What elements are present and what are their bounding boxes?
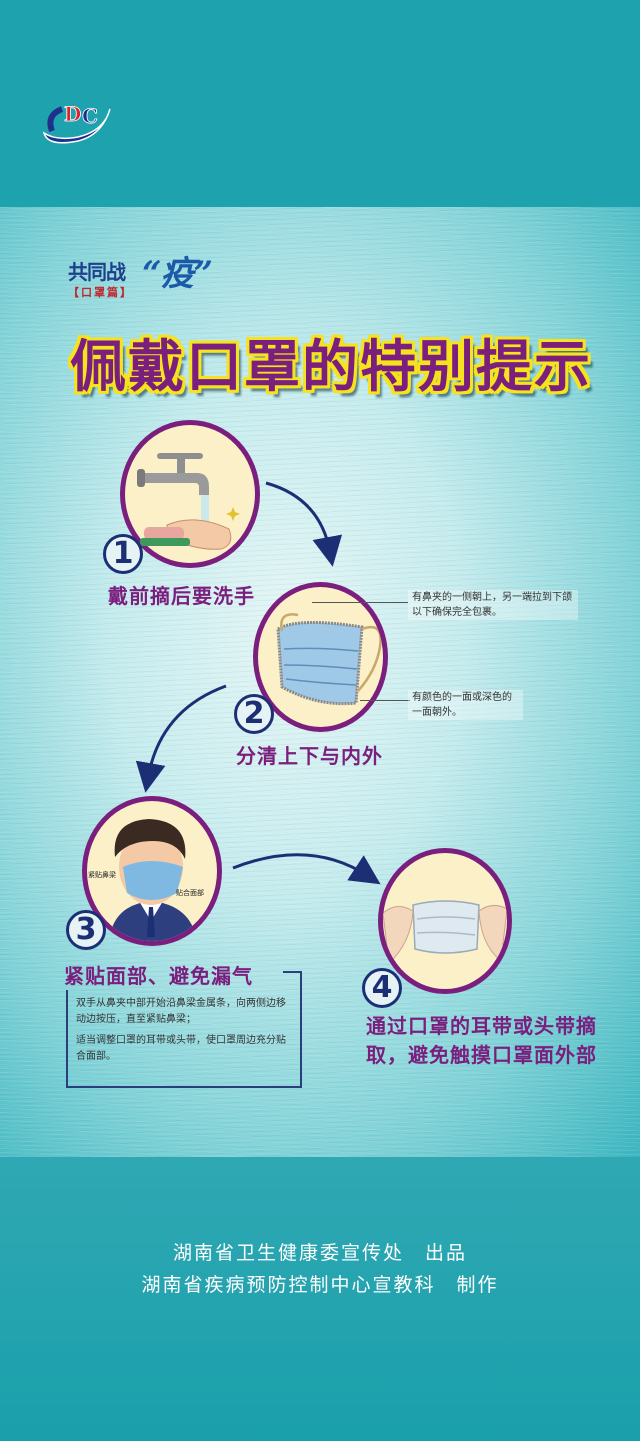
svg-text:D: D	[64, 102, 81, 126]
series-title: 共同战 “疫”	[68, 254, 213, 294]
detail-box-top-line	[283, 971, 302, 973]
credits-maker: 湖南省疾病预防控制中心宣教科 制作	[141, 1274, 499, 1296]
soap-icon	[144, 527, 184, 540]
faucet-hands-icon	[137, 453, 240, 550]
step3-detail-box: 双手从鼻夹中部开始沿鼻梁金属条，向两侧边移动边按压，直至紧贴鼻梁； 适当调整口罩…	[66, 990, 302, 1088]
step4-illustration	[378, 848, 512, 994]
face-tag-face: 贴合面部	[176, 889, 204, 897]
hands-holding-mask-icon	[383, 900, 507, 965]
step3-number: 3	[66, 910, 106, 950]
step2-note-bottom: 有颜色的一面或深色的一面朝外。	[408, 690, 523, 720]
step1-number: 1	[103, 534, 143, 574]
step1-label: 戴前摘后要洗手	[108, 584, 255, 608]
note2-callout-line	[360, 700, 410, 701]
step2-label: 分清上下与内外	[236, 744, 383, 768]
svg-text:C: C	[82, 104, 98, 128]
man-wearing-mask-icon	[109, 819, 197, 941]
step3-illustration	[82, 796, 222, 946]
detail-box-right-line	[300, 971, 302, 991]
step3-label: 紧贴面部、避免漏气	[64, 964, 253, 988]
face-tag-nose: 紧贴鼻梁	[88, 871, 116, 879]
bottom-band	[0, 1157, 640, 1441]
series-title-text: 共同战	[68, 260, 126, 284]
step2-number: 2	[234, 694, 274, 734]
step3-detail-1: 双手从鼻夹中部开始沿鼻梁金属条，向两侧边移动边按压，直至紧贴鼻梁；	[76, 998, 286, 1025]
step4-number: 4	[362, 968, 402, 1008]
soap-dish-icon	[140, 538, 190, 546]
series-title-emphasis: “疫”	[142, 254, 213, 294]
series-subtitle: 【口罩篇】	[68, 286, 133, 299]
note1-callout-line	[312, 602, 408, 603]
step2-illustration	[253, 582, 388, 732]
top-band	[0, 0, 640, 207]
credits-producer: 湖南省卫生健康委宣传处 出品	[172, 1242, 467, 1264]
cdc-logo-icon: D C	[42, 102, 111, 144]
main-title: 佩戴口罩的特别提示	[70, 335, 592, 400]
step4-label: 通过口罩的耳带或头带摘取，避免触摸口罩面外部	[366, 1014, 597, 1067]
surgical-mask-icon	[276, 613, 382, 706]
step3-detail-2: 适当调整口罩的耳带或头带，使口罩周边充分贴合面部。	[76, 1035, 286, 1062]
step2-note-top: 有鼻夹的一侧朝上，另一端拉到下颌以下确保完全包裹。	[408, 590, 578, 620]
